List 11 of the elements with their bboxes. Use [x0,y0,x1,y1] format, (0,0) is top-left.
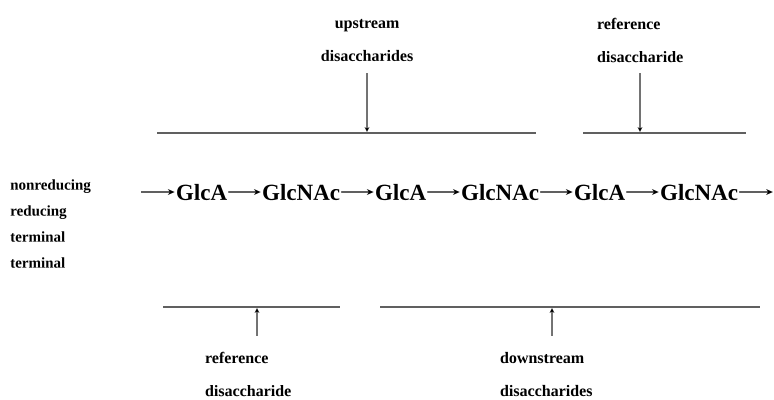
sugar-residue: GlcNAc [263,184,340,200]
caption-text: upstream disaccharides [321,18,413,62]
sugar-residue: GlcA [177,184,227,200]
sugar-residue: GlcNAc [661,184,738,200]
sugar-residue: GlcNAc [462,184,538,200]
caption-text: reference disaccharide [205,352,291,396]
terminal-label: nonreducing reducing terminal terminal [10,179,91,268]
sugar-residue: GlcA [575,184,625,200]
sugar-residue: GlcA [376,184,426,200]
caption-text: downstream disaccharides [500,352,592,396]
caption-text: reference disaccharide [597,18,683,62]
